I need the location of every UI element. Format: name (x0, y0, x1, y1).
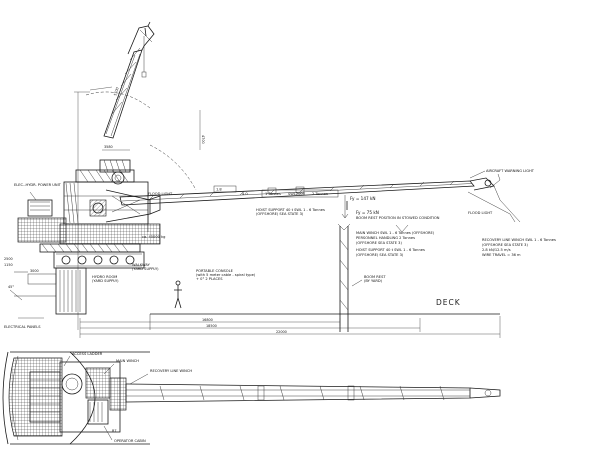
hoist-support-note: HOIST SUPPORT 40 t SWL 1 - 6 Tonnes (256, 208, 325, 212)
power-unit: ELEC.-HYDR. POWER UNIT (14, 183, 62, 217)
aircraft-warning-label: AIRCRAFT WARNING LIGHT (486, 169, 535, 173)
dim-bottom-2: 18500 (206, 324, 217, 328)
main-winch-note-3: (OFFSHORE SEA STATE 3) (356, 241, 402, 245)
boom-capacity-labels: 1.8 1 Tonnes SWL2000 2 Tonnes 4.0 (213, 185, 339, 198)
plan-view: ACCESS LADDER MAIN WINCH RECOVERY LINE W… (2, 351, 501, 445)
left-label-a: 2500 (4, 257, 13, 261)
boom-box-c: SWL2000 (288, 192, 306, 196)
person-figure-icon (174, 280, 182, 309)
recovery-winch-note-2: (OFFSHORE SEA STATE 3) (482, 243, 528, 247)
left-label-b: 1150 (4, 263, 13, 267)
recovery-winch-note-3: 2.8 kN/12.5 m/s (482, 248, 511, 252)
left-label-angle: 45° (8, 285, 14, 289)
recovery-winch-plan-label: RECOVERY LINE WINCH (150, 369, 192, 373)
dim-raised: 5700 (113, 87, 119, 96)
elevation-view: 5700 4700 3580 AIRCRAFT WARNING LIGHT 1.… (4, 21, 556, 338)
left-label-c: 3000 (30, 269, 39, 273)
mid-annotations: HYDRO ROOM (YARD SUPPLY) WALKWAY (YARD S… (92, 263, 386, 287)
flood-light-left: FLOOD LIGHT (148, 192, 173, 196)
main-winch-note: MAIN WINCH SWL 1 - 6 Tonnes (OFFSHORE) (356, 231, 435, 235)
boom-box-b: 1 Tonnes (265, 192, 281, 196)
hoist-support-note-2: HOIST SUPPORT 40 t SWL 1 - 6 Tonnes (356, 248, 425, 252)
portable-console-label: PORTABLE CONSOLE (196, 269, 234, 273)
boom-rest-label: BOOM REST (364, 275, 386, 279)
base-machinery (14, 217, 161, 315)
dim-top: 3580 (104, 145, 113, 149)
boom-box-a: 1.8 (216, 188, 222, 192)
plan-dim-radius: R7 (112, 429, 117, 433)
deck-label: DECK (436, 298, 461, 307)
hoist-support-sea: (OFFSHORE) SEA STATE 3) (256, 212, 304, 216)
boom-box-e: 4.0 (242, 192, 248, 196)
force-147: Fy = 147 kN (350, 196, 376, 201)
boom-rest-yard: (BY YARD) (364, 279, 383, 283)
force-75: Fy = 75 kN (356, 210, 379, 215)
boom-rest-support (339, 226, 349, 332)
wire-travel-note: WIRE TRAVEL = 36 m (482, 253, 521, 257)
main-boom: AIRCRAFT WARNING LIGHT (119, 169, 535, 223)
main-winch-note-2: PERSONNEL HANDLING 2 Tonnes (356, 236, 415, 240)
raised-boom (103, 21, 155, 139)
main-winch-plan-label: MAIN WINCH (116, 359, 139, 363)
dim-bottom-1: 16800 (202, 318, 213, 322)
hoist-support-sea-2: (OFFSHORE) SEA STATE 3) (356, 253, 404, 257)
power-unit-label: ELEC.-HYDR. POWER UNIT (14, 183, 62, 187)
flood-light-right: FLOOD LIGHT (468, 211, 493, 215)
dim-height: 4700 (201, 135, 205, 144)
walkway-supply: (YARD SUPPLY) (132, 267, 159, 271)
dimension-chain: 16800 18500 22000 (79, 316, 501, 338)
boom-rest-note: BOOM REST POSITION IN STOWED CONDITION (356, 216, 440, 220)
portable-console-cable: (with 5 meter cable - spiral type) (196, 273, 256, 277)
portable-console-places: + 0° 2 PLACES (196, 277, 223, 281)
boom-box-d: 2 Tonnes (312, 192, 328, 196)
access-ladder-label: ACCESS LADDER (72, 352, 103, 356)
walkway-label: WALKWAY (132, 263, 151, 267)
electrical-panel-label: ELECTRICAL PANELS (4, 325, 41, 329)
hydro-room-label: HYDRO ROOM (92, 275, 117, 279)
force-annotations: Fy = 147 kN Fy = 75 kN BOOM REST POSITIO… (337, 195, 440, 233)
hydro-room-supply: (YARD SUPPLY) (92, 279, 119, 283)
operator-cabin-label: OPERATOR CABIN (114, 439, 146, 443)
capacity-notes: HOIST SUPPORT 40 t SWL 1 - 6 Tonnes (OFF… (256, 208, 556, 257)
deck-line: DECK (149, 298, 500, 330)
swing-arcs: 5700 4700 (85, 86, 205, 191)
dim-bottom-3: 22000 (276, 330, 287, 334)
recovery-winch-note: RECOVERY LINE WINCH SWL 1 - 6 Tonnes (482, 238, 556, 242)
left-annotations: 2500 1150 3000 45° ELECTRICAL PANELS (4, 257, 44, 329)
